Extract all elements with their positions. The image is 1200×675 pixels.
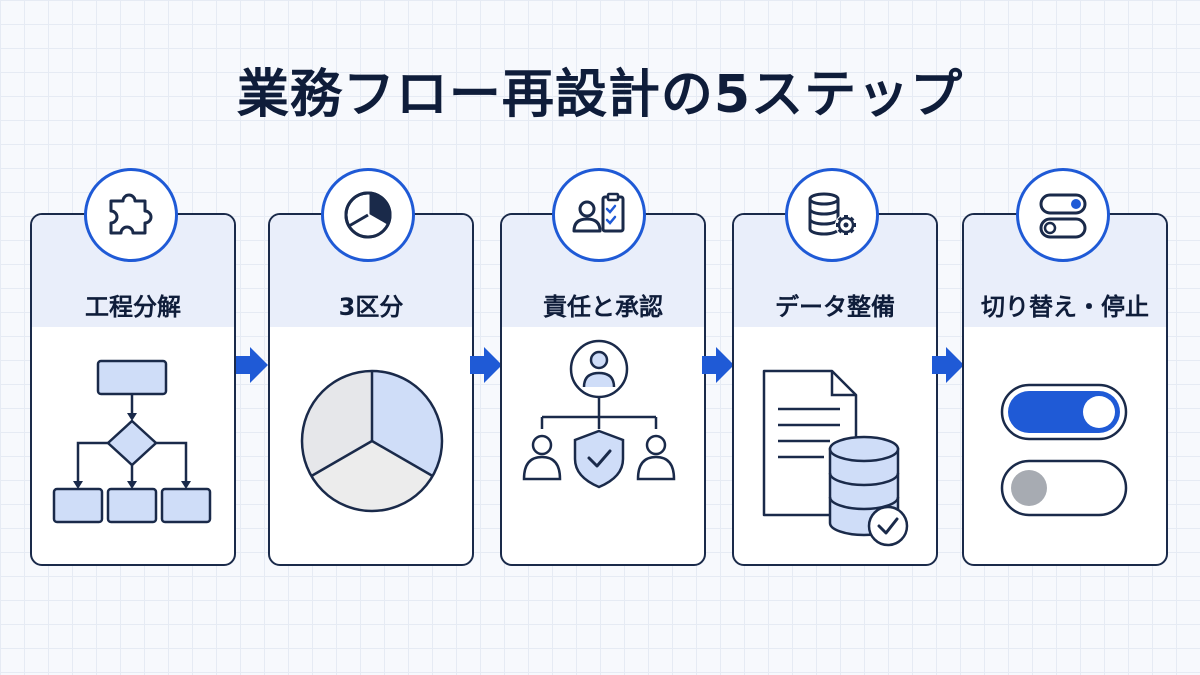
step-label-3: 責任と承認	[543, 293, 663, 321]
database-gear-icon	[785, 168, 879, 262]
step-label-2: 3区分	[338, 293, 404, 321]
step-card-2: 3区分	[268, 213, 474, 566]
step-card-4: データ整備	[732, 213, 938, 566]
step-label-5: 切り替え・停止	[981, 293, 1149, 321]
toggle-switches-illustration	[964, 327, 1166, 564]
arrow-right-icon	[702, 347, 734, 383]
pie-chart-icon	[321, 168, 415, 262]
document-database-illustration	[734, 327, 936, 564]
step-card-1: 工程分解	[30, 213, 236, 566]
page-title: 業務フロー再設計の5ステップ	[236, 65, 964, 125]
responsibility-hierarchy-illustration	[502, 327, 704, 564]
step-label-1: 工程分解	[85, 293, 181, 321]
flowchart-illustration	[32, 327, 234, 564]
step-card-3: 責任と承認	[500, 213, 706, 566]
toggle-switches-icon	[1016, 168, 1110, 262]
pie-chart-illustration	[270, 327, 472, 564]
arrow-right-icon	[236, 347, 268, 383]
arrow-right-icon	[932, 347, 964, 383]
user-checklist-icon	[552, 168, 646, 262]
puzzle-piece-icon	[84, 168, 178, 262]
step-card-5: 切り替え・停止	[962, 213, 1168, 566]
step-label-4: データ整備	[775, 293, 895, 321]
arrow-right-icon	[470, 347, 502, 383]
